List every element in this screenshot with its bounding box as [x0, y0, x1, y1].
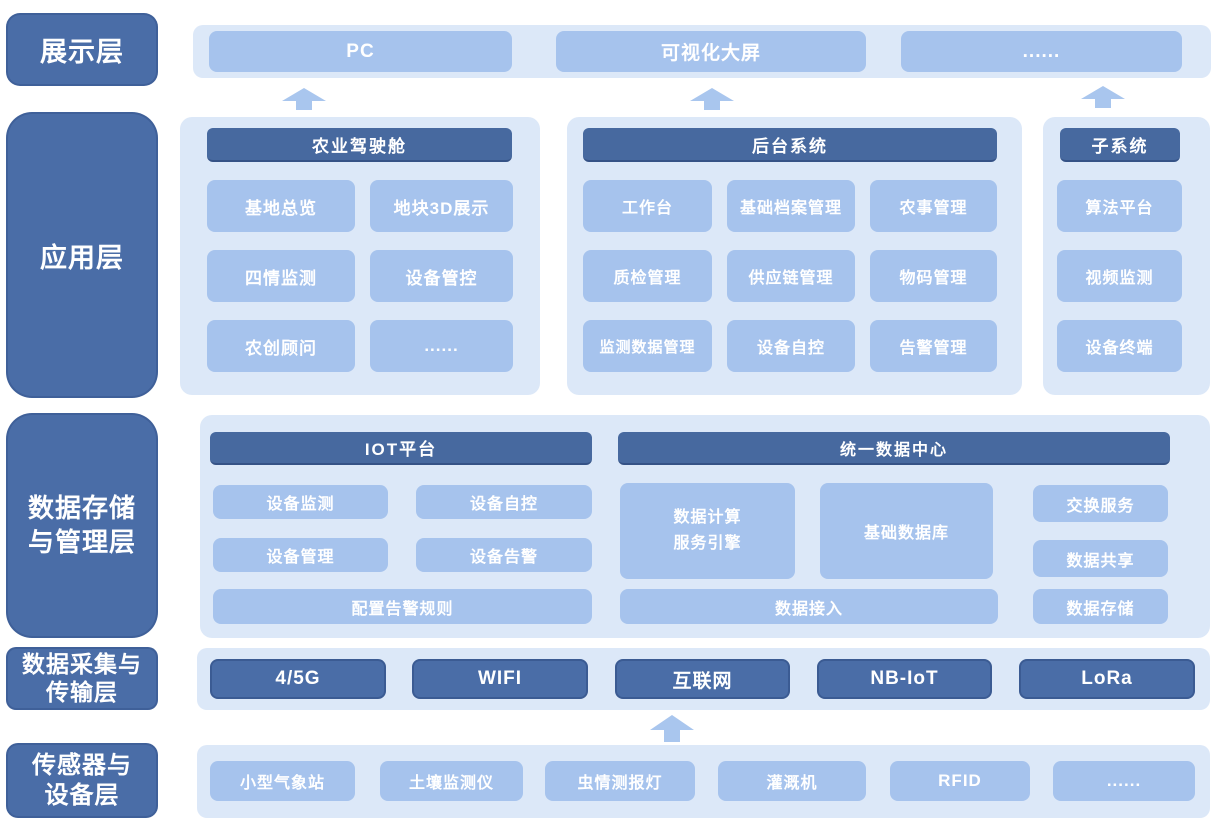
layer-label-presentation: 展示层 — [6, 13, 158, 86]
app-item: 物码管理 — [870, 250, 997, 302]
label-line: 传输层 — [46, 678, 118, 705]
app-group-backend-header: 后台系统 — [583, 128, 997, 162]
app-item: 农创顾问 — [207, 320, 355, 372]
network-item-lora: LoRa — [1019, 659, 1195, 699]
network-item-wifi: WIFI — [412, 659, 588, 699]
sensor-item: 虫情测报灯 — [545, 761, 695, 801]
presentation-item-pc: PC — [209, 31, 512, 72]
app-group-dashboard-header: 农业驾驶舱 — [207, 128, 512, 162]
label-line: 数据采集与 — [22, 650, 142, 677]
dc-item-line: 数据计算 — [673, 509, 742, 527]
dc-item: 数据接入 — [620, 589, 998, 624]
app-item: 基础档案管理 — [727, 180, 855, 232]
sensor-item: ...... — [1053, 761, 1195, 801]
label-line: 传感器与 — [32, 751, 132, 779]
iot-item: 设备监测 — [213, 485, 388, 519]
iot-item: 配置告警规则 — [213, 589, 592, 624]
layer-label-transmission: 数据采集与 传输层 — [6, 647, 158, 710]
network-item-nbiot: NB-IoT — [817, 659, 992, 699]
app-item: 设备管控 — [370, 250, 513, 302]
app-item: 农事管理 — [870, 180, 997, 232]
dc-item: 数据存储 — [1033, 589, 1168, 624]
app-item: 四情监测 — [207, 250, 355, 302]
app-item: 地块3D展示 — [370, 180, 513, 232]
app-item: 设备终端 — [1057, 320, 1182, 372]
app-item: 视频监测 — [1057, 250, 1182, 302]
sensor-container — [197, 745, 1210, 818]
up-arrow-icon — [690, 88, 734, 110]
app-item: 告警管理 — [870, 320, 997, 372]
label-line: 数据存储 — [27, 492, 136, 523]
sensor-item: 灌溉机 — [718, 761, 866, 801]
app-item: 供应链管理 — [727, 250, 855, 302]
network-item-45g: 4/5G — [210, 659, 386, 699]
data-center-header: 统一数据中心 — [618, 432, 1170, 465]
app-item: ...... — [370, 320, 513, 372]
iot-item: 设备管理 — [213, 538, 388, 572]
iot-item: 设备自控 — [416, 485, 592, 519]
app-group-subsystem-header: 子系统 — [1060, 128, 1180, 162]
app-item: 算法平台 — [1057, 180, 1182, 232]
iot-item: 设备告警 — [416, 538, 592, 572]
up-arrow-icon — [282, 88, 326, 110]
app-item: 基地总览 — [207, 180, 355, 232]
network-item-internet: 互联网 — [615, 659, 790, 699]
iot-platform-header: IOT平台 — [210, 432, 592, 465]
app-item: 设备自控 — [727, 320, 855, 372]
dc-item-compute-engine: 数据计算 服务引擎 — [620, 483, 795, 579]
label-line: 与管理层 — [27, 526, 136, 557]
dc-item: 基础数据库 — [820, 483, 993, 579]
up-arrow-icon — [650, 715, 694, 742]
label-line: 设备层 — [44, 781, 120, 809]
presentation-item-bigscreen: 可视化大屏 — [556, 31, 866, 72]
sensor-item: RFID — [890, 761, 1030, 801]
layer-label-storage: 数据存储 与管理层 — [6, 413, 158, 638]
sensor-item: 土壤监测仪 — [380, 761, 523, 801]
sensor-item: 小型气象站 — [210, 761, 355, 801]
presentation-item-more: ...... — [901, 31, 1182, 72]
app-item: 质检管理 — [583, 250, 712, 302]
app-item: 工作台 — [583, 180, 712, 232]
up-arrow-icon — [1081, 86, 1125, 108]
layer-label-sensor: 传感器与 设备层 — [6, 743, 158, 818]
app-item: 监测数据管理 — [583, 320, 712, 372]
layer-label-application: 应用层 — [6, 112, 158, 398]
dc-item: 数据共享 — [1033, 540, 1168, 577]
dc-item: 交换服务 — [1033, 485, 1168, 522]
dc-item-line: 服务引擎 — [673, 535, 742, 552]
